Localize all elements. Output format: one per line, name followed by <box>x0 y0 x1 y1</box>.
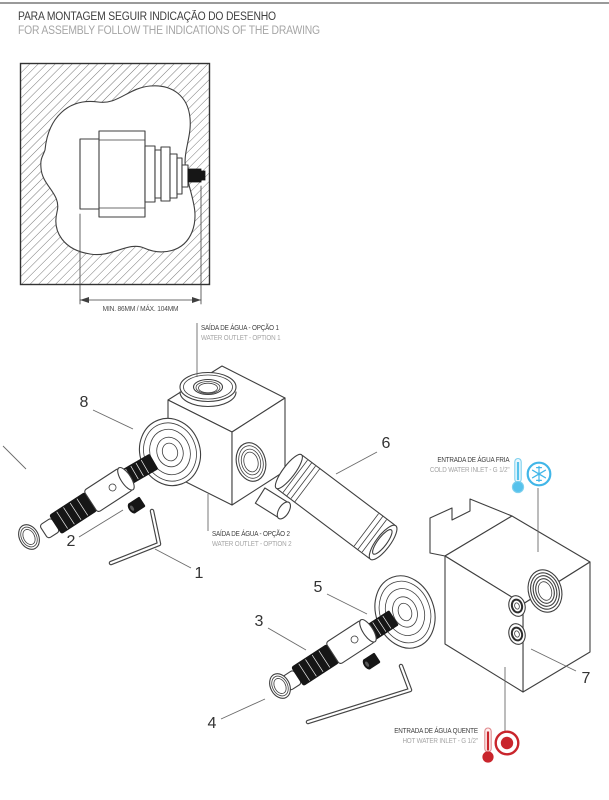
callout-outlet-option1: SAÍDA DE ÁGUA - OPÇÃO 1 WATER OUTLET - O… <box>201 324 281 343</box>
small-port-lower <box>508 623 526 645</box>
part-number-1: 1 <box>194 565 204 582</box>
part-number-6: 6 <box>381 435 391 452</box>
allen-key-lower <box>305 663 413 725</box>
part-number-4: 4 <box>207 715 217 732</box>
hot-indicator-icon <box>494 730 520 756</box>
set-screw-upper <box>127 496 146 514</box>
cold-inlet-label-en: COLD WATER INLET - G 1/2" <box>429 466 509 474</box>
part-number-3: 3 <box>254 613 264 630</box>
top-port <box>179 371 237 408</box>
valve-body-8-drawing <box>117 365 292 520</box>
outlet1-label-pt: SAÍDA DE ÁGUA - OPÇÃO 1 <box>201 325 279 332</box>
hot-thermometer-icon <box>482 727 494 763</box>
callout-hot-inlet: ENTRADA DE ÁGUA QUENTE HOT WATER INLET -… <box>394 727 478 746</box>
washer-upper <box>18 524 40 550</box>
top-rule <box>0 2 609 4</box>
allen-key-upper <box>108 508 162 566</box>
small-port-upper <box>508 595 526 617</box>
inlet-port-cold <box>527 569 563 613</box>
embedded-valve-side-view <box>79 130 206 218</box>
part-number-2: 2 <box>66 533 76 550</box>
set-screw-lower <box>362 652 381 670</box>
washer-lower <box>269 673 291 699</box>
side-port <box>235 442 267 482</box>
callout-outlet-option2: SAÍDA DE ÁGUA - OPÇÃO 2 WATER OUTLET - O… <box>212 530 292 549</box>
hot-inlet-label-en: HOT WATER INLET - G 1/2" <box>402 737 479 745</box>
axis-line <box>2 445 27 470</box>
part-number-5: 5 <box>313 579 323 596</box>
outlet1-label-en: WATER OUTLET - OPTION 1 <box>201 334 281 342</box>
snowflake-icon <box>526 461 552 487</box>
wall-section-drawing <box>19 62 211 305</box>
dimension-label: MIN. 86MM / MÁX. 104MM <box>102 304 179 313</box>
part-number-8: 8 <box>79 394 89 411</box>
outlet2-label-pt: SAÍDA DE ÁGUA - OPÇÃO 2 <box>212 531 290 538</box>
part-number-7: 7 <box>581 670 591 687</box>
header-title-en: FOR ASSEMBLY FOLLOW THE INDICATIONS OF T… <box>18 25 320 37</box>
header-title-pt: PARA MONTAGEM SEGUIR INDICAÇÃO DO DESENH… <box>18 11 276 23</box>
outlet2-label-en: WATER OUTLET - OPTION 2 <box>212 540 292 548</box>
cold-thermometer-icon <box>511 457 525 494</box>
spindle-extension-upper <box>39 466 135 539</box>
spindle-extension-lower <box>281 618 377 691</box>
cold-inlet-label-pt: ENTRADA DE ÁGUA FRIA <box>436 457 509 464</box>
valve-body-7-drawing <box>360 498 591 693</box>
callout-cold-inlet: ENTRADA DE ÁGUA FRIA COLD WATER INLET - … <box>429 456 509 475</box>
tube-6-drawing <box>274 453 398 561</box>
dimension-lines <box>79 185 202 305</box>
hot-inlet-label-pt: ENTRADA DE ÁGUA QUENTE <box>394 728 478 735</box>
leader-lines <box>78 323 577 731</box>
cartridge-7 <box>374 575 436 649</box>
